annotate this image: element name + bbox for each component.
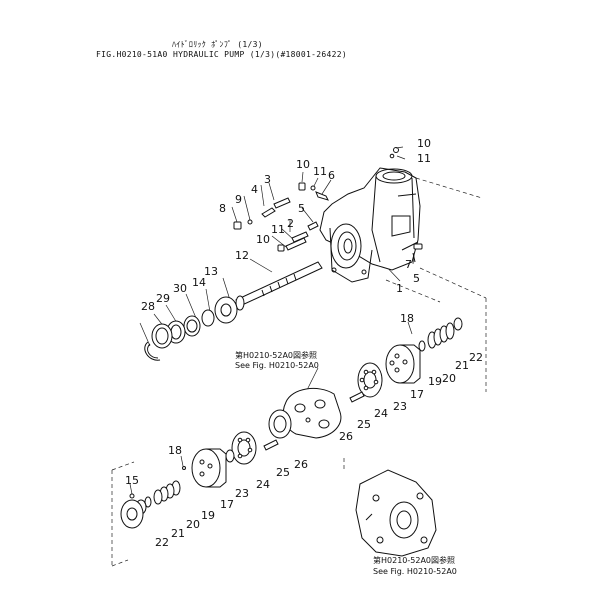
pump-housing (319, 147, 421, 283)
rear-cover-reference (355, 469, 437, 557)
callout: 18 (168, 444, 182, 457)
callout-labels: 10 11 10 11 6 3 4 9 8 5 2 11 10 12 7 5 1… (125, 137, 483, 549)
callout: 13 (204, 265, 218, 278)
cross-ref-lower-jp: 第H0210-52A0図参照 (373, 555, 455, 565)
callout: 7 (405, 258, 412, 271)
callout: 5 (413, 272, 420, 285)
callout: 24 (374, 407, 388, 420)
valve-plate (268, 387, 342, 439)
callout: 15 (125, 474, 139, 487)
header-japanese-title: ﾊｲﾄﾞﾛﾘｯｸ ﾎﾟﾝﾌﾟ (1/3) (172, 40, 263, 49)
rotary-group-lower (120, 431, 279, 529)
callout: 19 (201, 509, 215, 522)
header-fig-code: FIG.H0210-51A0 (96, 50, 168, 59)
callout: 19 (428, 375, 442, 388)
callout: 21 (171, 527, 185, 540)
callout: 10 (256, 233, 270, 246)
cross-ref-lower-en: See Fig. H0210-52A0 (373, 567, 457, 576)
drive-shaft (235, 261, 323, 311)
header-title: HYDRAULIC PUMP (1/3)(#18001-26422) (173, 50, 347, 59)
callout: 25 (357, 418, 371, 431)
callout: 14 (192, 276, 206, 289)
callout: 17 (410, 388, 424, 401)
callout: 2 (287, 217, 294, 230)
callout: 10 (296, 158, 310, 171)
callout: 8 (219, 202, 226, 215)
callout: 9 (235, 193, 242, 206)
callout: 20 (186, 518, 200, 531)
boundary-lines (111, 177, 487, 567)
callout: 23 (393, 400, 407, 413)
callout: 26 (339, 430, 353, 443)
callout: 29 (156, 292, 170, 305)
callout: 18 (400, 312, 414, 325)
callout: 6 (328, 169, 335, 182)
callout: 20 (442, 372, 456, 385)
cross-ref-upper-en: See Fig. H0210-52A0 (235, 361, 319, 370)
callout: 10 (417, 137, 431, 150)
callout: 26 (294, 458, 308, 471)
callout: 4 (251, 183, 258, 196)
callout: 21 (455, 359, 469, 372)
shaft-bearings-seals (144, 296, 238, 361)
callout: 3 (264, 173, 271, 186)
callout: 17 (220, 498, 234, 511)
callout: 11 (271, 223, 285, 236)
housing-fasteners (233, 182, 423, 263)
cross-ref-upper-jp: 第H0210-52A0図参照 (235, 350, 317, 360)
callout: 11 (417, 152, 431, 165)
callout: 24 (256, 478, 270, 491)
cross-reference-upper: 第H0210-52A0図参照 See Fig. H0210-52A0 (235, 350, 319, 370)
rotary-group-upper (349, 317, 463, 403)
callout: 12 (235, 249, 249, 262)
cross-reference-lower: 第H0210-52A0図参照 See Fig. H0210-52A0 (373, 555, 457, 576)
callout: 5 (298, 202, 305, 215)
callout: 30 (173, 282, 187, 295)
callout: 22 (469, 351, 483, 364)
callout: 1 (396, 282, 403, 295)
callout: 28 (141, 300, 155, 313)
callout: 11 (313, 165, 327, 178)
callout: 22 (155, 536, 169, 549)
callout: 25 (276, 466, 290, 479)
callout: 23 (235, 487, 249, 500)
